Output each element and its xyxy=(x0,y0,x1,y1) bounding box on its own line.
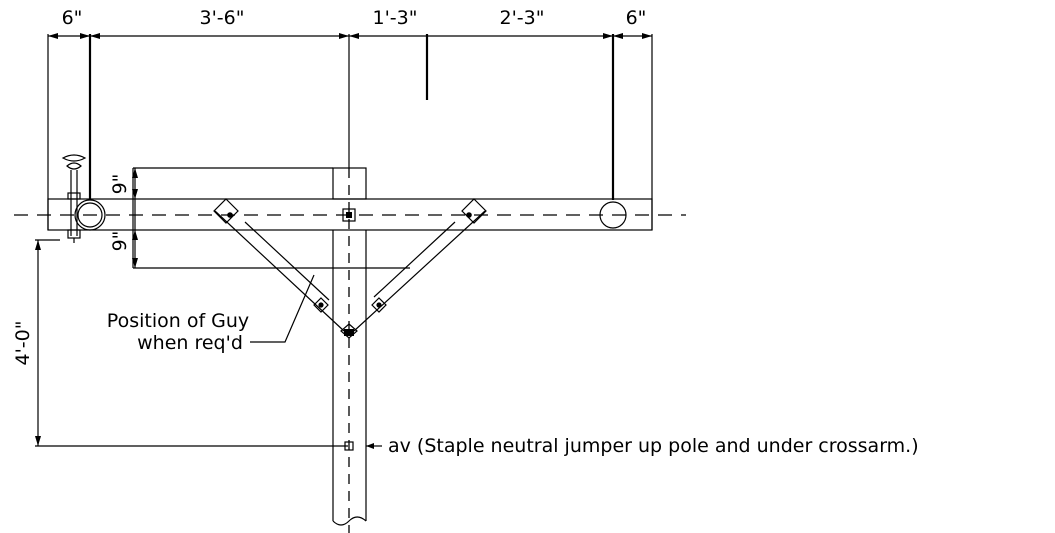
brace-envelope xyxy=(132,167,410,269)
conductor-ring-right xyxy=(599,201,627,229)
guy-callout-line1: Position of Guy xyxy=(107,310,249,332)
dimension-label-neutral-drop: 4'-0" xyxy=(12,321,34,366)
conductor-position-lines xyxy=(88,34,615,200)
guy-callout-line2: when req'd xyxy=(137,332,243,354)
brace-gap-dimensions: 9" 9" xyxy=(109,168,138,268)
dimension-label-left-end: 6" xyxy=(62,7,83,29)
neutral-drop-dimension: 4'-0" xyxy=(12,239,348,447)
pole xyxy=(332,168,367,533)
neutral-attachment xyxy=(344,441,354,451)
crossarm-braces xyxy=(213,198,487,339)
dimension-label-upper-gap: 9" xyxy=(109,174,131,195)
top-dimension-chain: 6" 3'-6" 1'-3" 2'-3" 6" xyxy=(47,7,653,230)
through-bolt xyxy=(342,208,356,222)
neutral-jumper-callout: av (Staple neutral jumper up pole and un… xyxy=(388,435,919,457)
guy-callout: Position of Guy when req'd xyxy=(107,274,315,354)
pin-insulator-left xyxy=(61,154,106,243)
dimension-label-right-end: 6" xyxy=(626,7,647,29)
dimension-label-center-span: 1'-3" xyxy=(373,7,418,29)
dimension-label-left-span: 3'-6" xyxy=(200,7,245,29)
dimension-label-lower-gap: 9" xyxy=(109,231,131,252)
dimension-label-right-span: 2'-3" xyxy=(500,7,545,29)
